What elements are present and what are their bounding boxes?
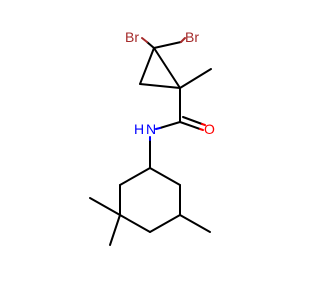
bond-c2-br1-colored [141,37,148,43]
bond-n-colored-1 [155,127,161,130]
atom-label-br2: Br [185,29,199,45]
atom-label-h: H [134,121,144,137]
bromine-bonds-colored [141,37,186,43]
bond-ring-1 [119,167,151,186]
molecule-canvas: Br Br H N O [89,29,215,246]
bond-ring-6 [149,167,181,186]
bond-c3-c2 [139,47,155,85]
bond-c2-br1 [146,41,155,49]
bond-c1-methyl [179,68,212,89]
bond-carbonyl-o-1 [179,121,201,130]
molecule-structure: Br Br H N O [89,29,215,246]
nitrogen-bonds-colored [149,127,161,141]
bond-gem-methyl-1 [89,197,121,216]
bond-ring-4 [149,214,181,233]
bond-carbonyl-n [159,121,181,129]
bond-o-colored-1 [199,128,204,131]
bond-o-colored-2 [201,123,206,126]
bond-carbonyl-o-2 [182,116,203,125]
bond-c2-br2 [153,41,182,49]
oxygen-bonds-colored [199,123,206,131]
bond-c1-c3 [139,83,181,89]
bond-c2-c1 [153,47,181,89]
atom-label-n: N [146,121,156,137]
atom-label-o: O [204,121,215,137]
bond-c2-br2-colored [180,37,186,43]
bond-ring-3 [119,214,151,233]
atom-labels: Br Br H N O [125,29,215,137]
bond-gem-methyl-2 [109,214,121,246]
atom-label-br1: Br [125,29,139,45]
bonds [89,41,212,246]
bond-methyl-c5 [179,214,211,233]
